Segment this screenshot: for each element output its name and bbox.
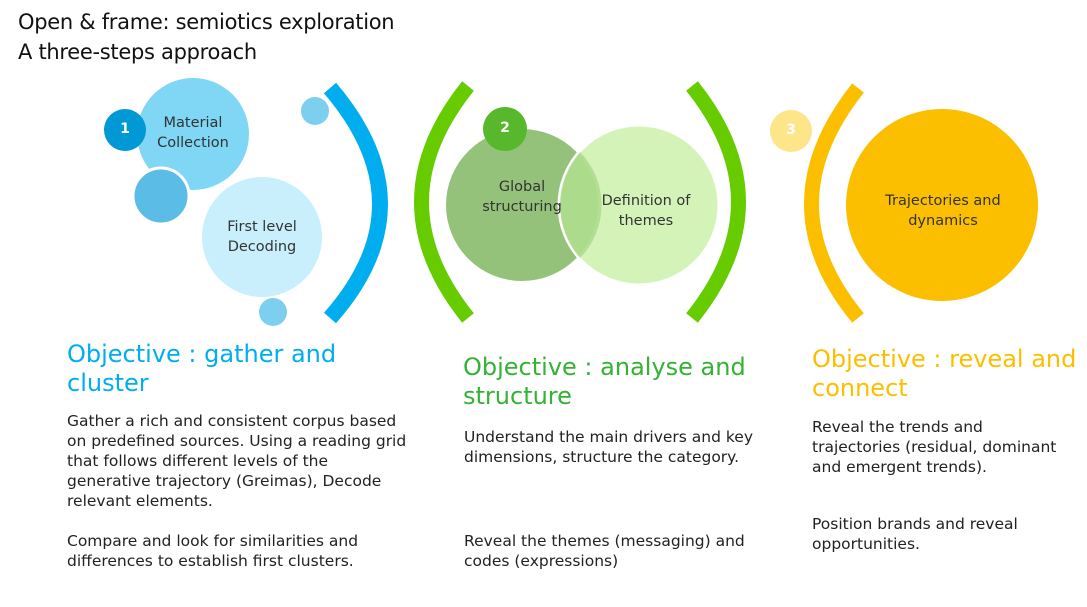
page-subtitle: A three-steps approach — [18, 40, 257, 64]
trajectories-label: Trajectories and dynamics — [885, 193, 1001, 229]
step-1-bracket — [323, 82, 388, 324]
objective-2-heading: Objective : analyse and structure — [463, 353, 746, 410]
step-2-paragraph-2: Reveal the themes (messaging) and codes … — [464, 532, 745, 570]
first-level-decoding-circle — [202, 177, 322, 297]
first-level-decoding-label: First level Decoding — [227, 219, 297, 255]
definition-of-themes-label: Definition of themes — [601, 193, 691, 229]
objective-3-heading: Objective : reveal and connect — [812, 345, 1077, 402]
page-title: Open & frame: semiotics exploration — [18, 10, 395, 34]
step-2-graphic — [414, 81, 746, 323]
definition-of-themes-circle — [557, 123, 721, 287]
material-collection-circle — [137, 78, 249, 190]
step-2-number: 2 — [500, 120, 510, 136]
step-3-number: 3 — [786, 122, 796, 138]
objective-1-heading: Objective : gather and cluster — [67, 340, 337, 397]
step-3-paragraph-1: Reveal the trends and trajectories (resi… — [812, 418, 1057, 476]
step-2-number-badge — [483, 107, 527, 151]
material-collection-label: Material Collection — [157, 115, 229, 151]
decor-bubble-top — [301, 97, 329, 125]
step-2-right-bracket — [686, 81, 746, 323]
global-structuring-circle — [446, 129, 598, 281]
step-3-paragraph-2: Position brands and reveal opportunities… — [812, 515, 1018, 553]
step-3-bracket — [804, 83, 864, 323]
step-2-left-bracket — [414, 81, 474, 323]
decor-bubble-overlap — [131, 166, 191, 226]
step-1-number: 1 — [120, 121, 130, 137]
step-1-graphic — [104, 78, 388, 326]
step-1-number-badge — [104, 109, 146, 151]
trajectories-circle — [846, 109, 1038, 301]
step-3-number-badge — [770, 110, 812, 152]
step-1-paragraph-1: Gather a rich and consistent corpus base… — [67, 412, 407, 510]
step-3-graphic — [770, 83, 1038, 323]
decor-bubble-bottom — [259, 298, 287, 326]
overlap-region — [559, 152, 602, 258]
step-1-paragraph-2: Compare and look for similarities and di… — [67, 532, 359, 570]
global-structuring-label: Global structuring — [482, 179, 562, 215]
step-2-paragraph-1: Understand the main drivers and key dime… — [464, 428, 753, 466]
